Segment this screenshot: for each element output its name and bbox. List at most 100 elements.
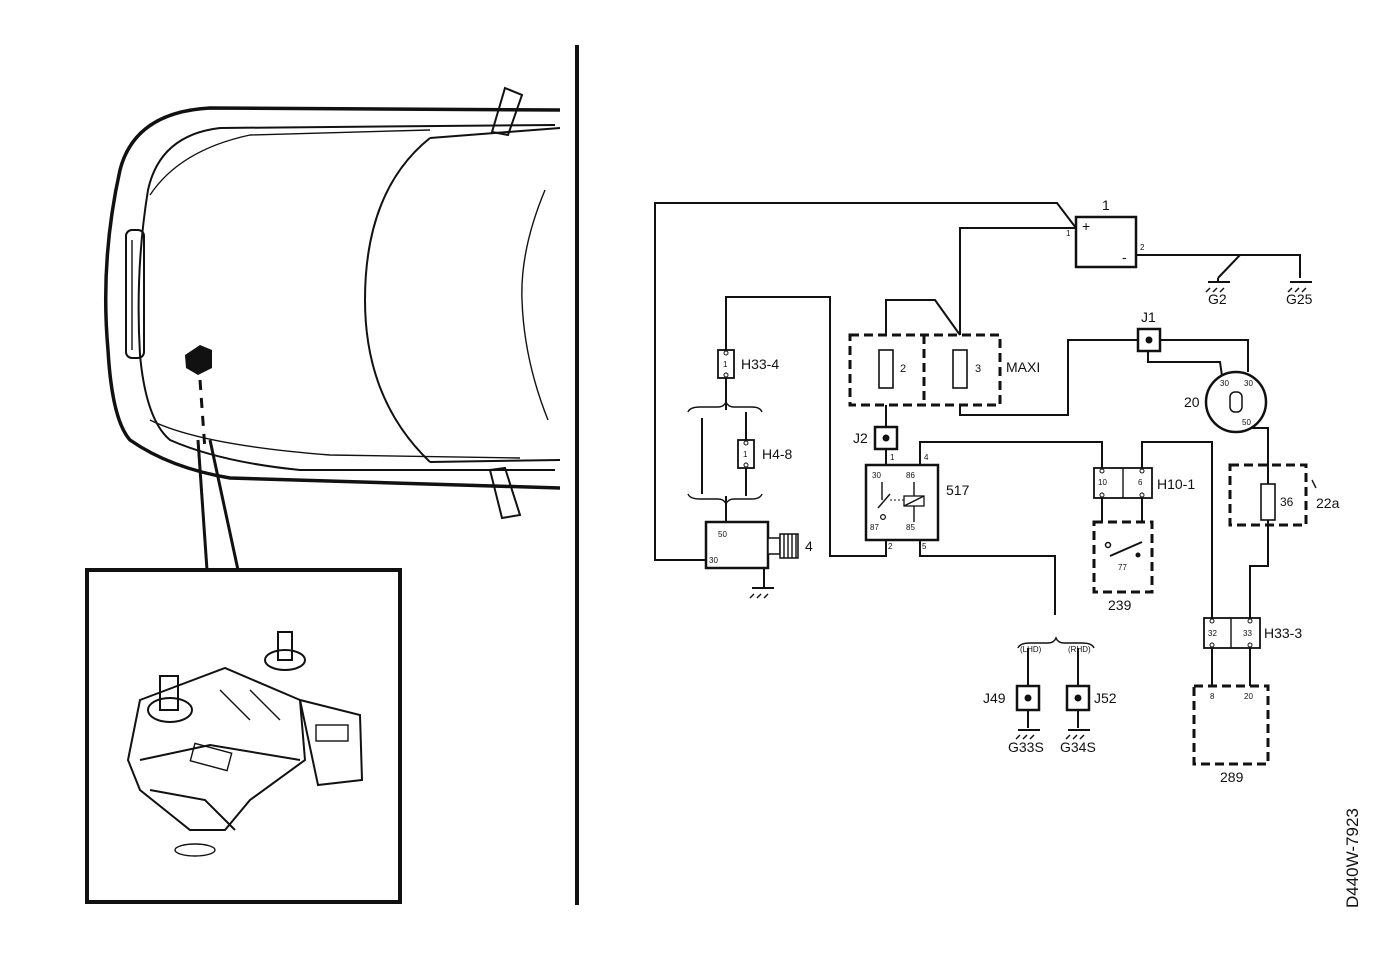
fuse-22a-label: 22a [1316,495,1340,511]
relay-term-4: 4 [924,453,929,462]
ignition-label: 20 [1184,394,1200,410]
ignition-pin-30a: 30 [1220,379,1229,388]
module-289-label: 289 [1220,769,1244,785]
h4-8-pin: 1 [743,450,748,459]
wire-ground-g25 [1240,254,1301,278]
wiring-diagram: 1 + - 1 2 G2 G25 2 3 MAXI [654,197,1362,908]
connector-h10-1: 10 6 H10-1 [1093,467,1195,499]
starter-pin-30: 30 [709,556,718,565]
relay-pin-30: 30 [872,471,881,480]
windscreen-front [363,137,431,463]
h33-3-label: H33-3 [1264,625,1302,641]
callout-leader-left [196,439,209,571]
wire-fuse-bridge [885,299,961,336]
component-location-marker [185,345,212,375]
j49-label: J49 [983,690,1006,706]
ground-g25-label: G25 [1286,291,1313,307]
fuse-3-label: 3 [975,363,981,375]
mirror-top [490,86,524,137]
relay-pin-86: 86 [906,471,915,480]
battery-plus: + [1082,218,1090,234]
car-body-outline [103,106,561,490]
junction-j1: J1 [1136,309,1162,353]
battery-minus: - [1122,249,1127,265]
battery-label: 1 [1102,197,1110,213]
h4-8-label: H4-8 [762,446,793,462]
callout-leader-right [208,439,240,571]
maxi-label: MAXI [1006,359,1040,375]
variant-lhd-label: (LHD) [1020,645,1042,654]
starter-motor: 50 30 4 [704,520,813,599]
wire-j1-to-ignition-2 [1147,352,1223,377]
h33-3-pin-33: 33 [1243,629,1252,638]
wire-battery-neg [1136,254,1243,279]
fuse-2-label: 2 [900,363,906,375]
h33-4-label: H33-4 [741,356,779,372]
battery-pin-1: 1 [1066,229,1071,238]
switch-239-label: 239 [1108,597,1132,613]
ignition-switch: 30 30 50 20 [1184,370,1268,434]
connector-h33-4: 1 H33-4 [717,349,779,379]
drawing-code: D440W-7923 [1343,808,1362,908]
wire-relay-to-h33-4 [725,296,887,557]
switch-239-inner: 77 [1118,563,1127,572]
wire-h10-to-h33-3 [1141,441,1213,618]
wire-relay85-to-ground [919,540,1056,615]
variant-brace-bottom [687,493,763,506]
variant-brace-ground [1017,636,1095,649]
variant-rhd-label: (RHD) [1068,645,1091,654]
marker-leader-dash [198,379,207,451]
switch-239: 77 239 [1092,520,1154,613]
j1-label: J1 [1141,309,1156,325]
module-289-pin-20: 20 [1244,692,1253,701]
module-289-pin-8: 8 [1210,692,1215,701]
junction-j2: J2 [853,425,899,451]
car-hood-line [137,124,556,471]
h10-1-pin-6: 6 [1138,478,1143,487]
h33-4-pin: 1 [723,360,728,369]
maxi-fuse-box: 2 3 MAXI [848,333,1040,407]
wire-battery-to-starter-30 [654,202,1077,561]
relay-517: 30 86 87 85 1 4 2 5 517 [864,453,970,551]
car-hood-crease [149,129,431,196]
relay-label: 517 [946,482,970,498]
h10-1-pin-10: 10 [1098,478,1107,487]
neutral-switch-detail [126,631,364,857]
roof-line [521,189,549,421]
ignition-pin-50: 50 [1242,418,1251,427]
relay-term-1: 1 [890,453,895,462]
starter-label: 4 [805,538,813,554]
ground-g2: G2 [1205,278,1230,307]
relay-pin-87: 87 [870,523,879,532]
wire-j1-to-ignition [1160,339,1249,372]
wires [654,202,1301,728]
windscreen-bottom [429,459,561,463]
wire-battery-to-fuse3 [959,227,1076,335]
relay-term-2: 2 [888,542,893,551]
relay-pin-85: 85 [906,523,915,532]
j52-label: J52 [1094,690,1117,706]
car-hood-crease-lower [149,419,521,459]
junction-j52: J52 G34S [1060,684,1117,755]
ignition-pin-30b: 30 [1244,379,1253,388]
j2-label: J2 [853,430,868,446]
callout-box [85,568,402,904]
ground-g33s-label: G33S [1008,739,1044,755]
ground-g25: G25 [1286,281,1313,307]
car-grille [125,229,145,359]
variant-brace-top [687,400,763,413]
fuse-36-label: 36 [1280,495,1294,509]
junction-j49: J49 G33S [983,684,1044,755]
ground-g34s-label: G34S [1060,739,1096,755]
wire-relay86-to-h10 [919,441,1103,468]
h33-3-pin-32: 32 [1208,629,1217,638]
mirror-bottom [488,466,522,520]
module-289: 8 20 289 [1192,684,1270,785]
fuse-36-box: 36 22a [1228,463,1340,527]
wire-ignition-to-fuse36 [1248,427,1269,485]
connector-h33-3: 32 33 H33-3 [1203,617,1302,649]
connector-h4-8: 1 H4-8 [737,439,793,469]
car-illustration [85,45,579,905]
battery-pin-2: 2 [1140,243,1145,252]
